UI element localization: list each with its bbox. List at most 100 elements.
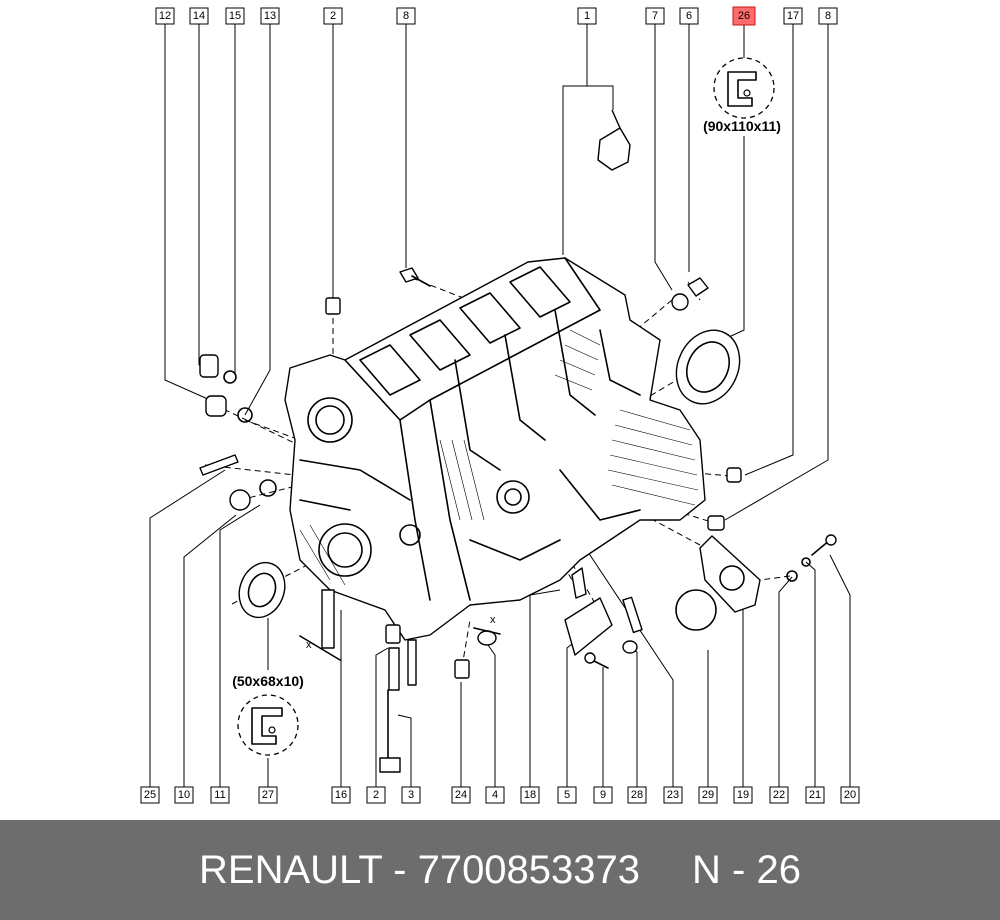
callouts-top: 12 14 15 13 2 8 1 7 6 26 17 8: [155, 6, 838, 26]
callout-20: 20: [840, 786, 860, 804]
spring-23: [622, 596, 643, 634]
callout-27: 27: [258, 786, 278, 804]
svg-text:19: 19: [737, 789, 749, 801]
plug-7: [671, 293, 689, 311]
bolt-8-right: [707, 515, 725, 531]
seal-detail-small: (50x68x10): [232, 673, 304, 756]
callout-26-highlighted: 26: [732, 6, 756, 26]
callout-11: 11: [210, 786, 230, 804]
svg-text:8: 8: [825, 10, 831, 22]
dowel-top: [325, 297, 341, 315]
svg-text:22: 22: [773, 789, 785, 801]
o-ring-11: [259, 479, 277, 497]
svg-text:2: 2: [373, 789, 379, 801]
callout-10: 10: [174, 786, 194, 804]
plug-14: [199, 354, 219, 378]
plug-12: [205, 395, 227, 417]
callout-29: 29: [698, 786, 718, 804]
callout-9: 9: [593, 786, 613, 804]
plug-17: [726, 467, 742, 483]
callout-8-right: 8: [818, 7, 838, 25]
callout-12: 12: [155, 7, 175, 25]
svg-text:x: x: [490, 614, 496, 626]
part-number-text: RENAULT - 7700853373: [199, 847, 641, 892]
dowel-2-bottom: [385, 624, 401, 644]
dowel-24: [454, 659, 470, 679]
svg-text:23: 23: [667, 789, 679, 801]
axis-markers: x x: [299, 614, 501, 661]
callout-15: 15: [225, 7, 245, 25]
bracket-5: [564, 597, 613, 656]
plug-28: [622, 640, 638, 654]
plug-10: [229, 489, 251, 511]
callout-4: 4: [485, 786, 505, 804]
washer-22: [786, 570, 798, 582]
part-footer-bar: RENAULT - 7700853373 N - 26: [0, 820, 1000, 920]
svg-text:13: 13: [264, 10, 276, 22]
callout-17: 17: [783, 7, 803, 25]
bolt-head-3: [379, 757, 401, 773]
callout-16: 16: [331, 786, 351, 804]
callout-23: 23: [663, 786, 683, 804]
bolt-top: [399, 267, 419, 283]
callout-6: 6: [679, 7, 699, 25]
callout-28: 28: [627, 786, 647, 804]
callout-7: 7: [645, 7, 665, 25]
callout-21: 21: [805, 786, 825, 804]
callout-13: 13: [260, 7, 280, 25]
svg-text:4: 4: [492, 789, 498, 801]
o-ring-13: [237, 407, 253, 423]
callout-2-bottom: 2: [366, 786, 386, 804]
svg-text:10: 10: [178, 789, 190, 801]
seal-size-small: (50x68x10): [232, 673, 304, 689]
callout-19: 19: [733, 786, 753, 804]
washer-21: [801, 557, 811, 567]
reference-number-text: N - 26: [692, 847, 801, 892]
rod-16: [321, 589, 335, 649]
svg-text:26: 26: [738, 10, 750, 22]
svg-text:17: 17: [787, 10, 799, 22]
svg-text:3: 3: [408, 789, 414, 801]
svg-text:11: 11: [214, 789, 225, 801]
svg-text:7: 7: [652, 10, 658, 22]
svg-text:20: 20: [844, 789, 856, 801]
callout-3: 3: [401, 786, 421, 804]
svg-text:5: 5: [564, 789, 570, 801]
bolt-9: [591, 659, 609, 669]
o-ring-29: [675, 589, 717, 631]
svg-text:x: x: [306, 639, 312, 651]
callout-22: 22: [769, 786, 789, 804]
svg-text:16: 16: [335, 789, 347, 801]
svg-text:14: 14: [193, 10, 205, 22]
sealant-pouch: [597, 109, 631, 171]
rear-crank-seal: [675, 329, 741, 405]
svg-text:9: 9: [600, 789, 606, 801]
svg-text:24: 24: [455, 789, 467, 801]
svg-text:27: 27: [262, 789, 274, 801]
seal-size-large: (90x110x11): [703, 118, 781, 134]
svg-text:25: 25: [144, 789, 156, 801]
svg-text:12: 12: [159, 10, 171, 22]
stud-25: [199, 454, 239, 476]
cylinder-block: [284, 257, 706, 641]
seal-detail-large: (90x110x11): [703, 57, 781, 134]
callouts-bottom: 25 10 11 27 16 2 3 24 4 18 5 9 28 23 29 …: [140, 786, 860, 804]
svg-text:15: 15: [229, 10, 241, 22]
svg-text:8: 8: [403, 10, 409, 22]
svg-text:18: 18: [524, 789, 536, 801]
callout-8-top: 8: [396, 7, 416, 25]
svg-text:29: 29: [702, 789, 714, 801]
stud-3: [388, 647, 400, 691]
pin-3: [407, 639, 417, 686]
callout-18: 18: [520, 786, 540, 804]
svg-text:28: 28: [631, 789, 643, 801]
cap-6: [687, 277, 709, 297]
callout-24: 24: [451, 786, 471, 804]
callout-14: 14: [189, 7, 209, 25]
callout-5: 5: [557, 786, 577, 804]
svg-text:1: 1: [584, 10, 590, 22]
washer-15: [223, 370, 237, 384]
callout-25: 25: [140, 786, 160, 804]
svg-text:6: 6: [686, 10, 692, 22]
